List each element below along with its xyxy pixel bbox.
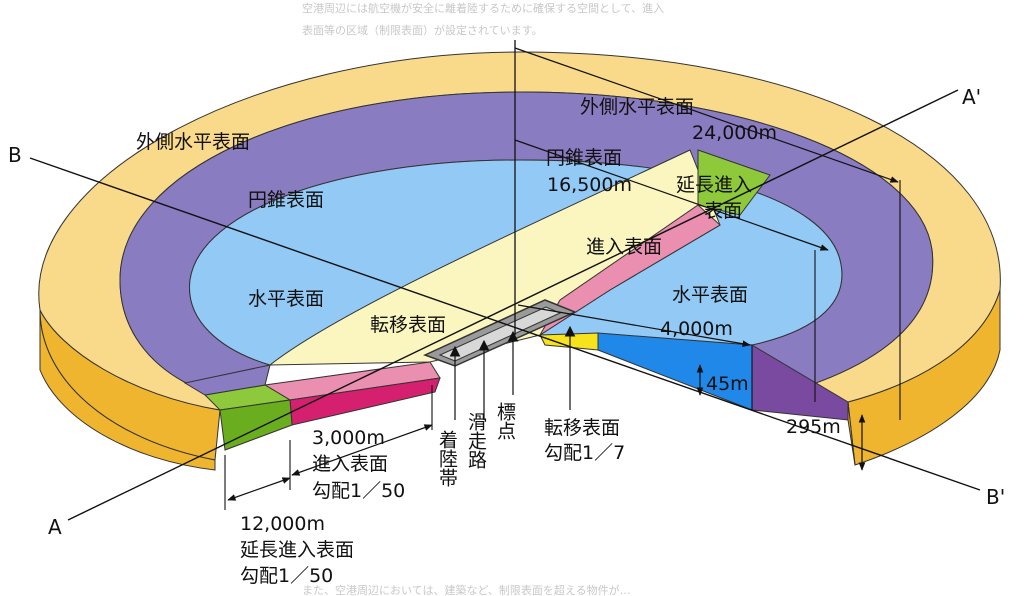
label-outer-horizontal-left: 外側水平表面 bbox=[136, 131, 250, 153]
label-conical-left: 円錐表面 bbox=[248, 189, 324, 211]
label-ext-length: 12,000m bbox=[240, 513, 325, 535]
label-transitional-center: 転移表面 bbox=[370, 314, 446, 336]
transitional-surface bbox=[268, 149, 721, 366]
dim-3000m bbox=[291, 424, 433, 476]
label-approach-slope: 勾配1／50 bbox=[312, 480, 405, 502]
caption-bottom: また、空港周辺においては、建築など、制限表面を超える物件が… bbox=[302, 583, 631, 596]
marker-a: A bbox=[48, 515, 62, 539]
label-approach-bottom: 進入表面 bbox=[312, 453, 388, 475]
outer-wall-step bbox=[847, 401, 856, 466]
label-conical-right: 円錐表面 bbox=[546, 147, 622, 169]
label-transitional-bottom: 転移表面 bbox=[544, 417, 620, 439]
section-line-a-a-prime bbox=[67, 89, 959, 521]
label-ext-slope: 勾配1／50 bbox=[240, 565, 333, 587]
label-outer-radius: 24,000m bbox=[692, 122, 777, 144]
label-runway: 滑走路 bbox=[465, 412, 487, 469]
conical-corner-lower bbox=[183, 364, 271, 396]
label-transitional-slope: 勾配1／7 bbox=[544, 442, 625, 464]
label-datum-point: 標点 bbox=[494, 402, 516, 440]
inner-wall-blue bbox=[597, 332, 753, 411]
marker-a-prime: A' bbox=[962, 85, 981, 109]
label-outer-horizontal-right: 外側水平表面 bbox=[580, 96, 694, 118]
caption-line-1: 空港周辺には航空機が安全に離着陸するために確保する空間として、進入 bbox=[302, 1, 664, 15]
label-45m: 45m bbox=[706, 373, 749, 395]
dim-outer-radius bbox=[514, 47, 899, 183]
section-line-b-b-prime bbox=[29, 157, 981, 491]
runway-strip bbox=[438, 306, 562, 362]
caption-line-2: 表面等の区域（制限表面）が設定されています。 bbox=[302, 23, 543, 37]
dim-12000m bbox=[227, 477, 291, 501]
dim-horizontal-radius bbox=[517, 304, 751, 348]
marker-b-prime: B' bbox=[986, 485, 1005, 509]
extended-approach-upper bbox=[697, 149, 771, 216]
label-approach-right: 進入表面 bbox=[586, 236, 662, 258]
label-conical-radius: 16,500m bbox=[547, 174, 632, 196]
outer-wall-left-base bbox=[39, 309, 216, 471]
label-ext-approach-bottom: 延長進入表面 bbox=[240, 539, 354, 561]
marker-b: B bbox=[8, 143, 22, 167]
label-ext-approach-right-2: 表面 bbox=[704, 200, 742, 222]
label-landing-zone: 着陸帯 bbox=[436, 430, 458, 487]
dim-conical-radius bbox=[514, 139, 829, 251]
label-approach-length: 3,000m bbox=[312, 427, 385, 449]
label-horizontal-left: 水平表面 bbox=[248, 288, 324, 310]
inner-wall-yellow bbox=[539, 332, 599, 351]
label-ext-approach-right-1: 延長進入 bbox=[676, 174, 752, 196]
label-295m: 295m bbox=[786, 416, 841, 438]
label-horizontal-radius: 4,000m bbox=[660, 318, 733, 340]
label-horizontal-right: 水平表面 bbox=[672, 284, 748, 306]
